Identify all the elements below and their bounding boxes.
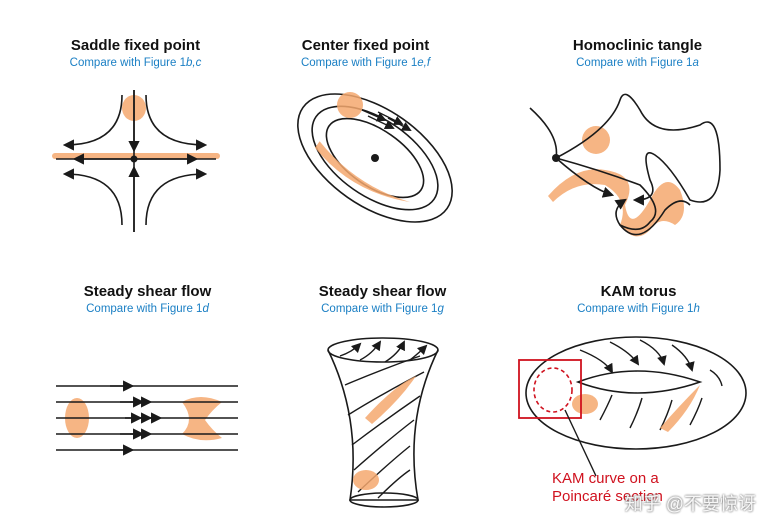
panel-title: Saddle fixed point: [70, 37, 201, 54]
watermark: 知乎 @不要惊讶: [624, 494, 756, 514]
kam-torus-diagram: [518, 336, 747, 477]
compare-ref: g: [437, 303, 444, 315]
kam-blob: [572, 394, 598, 414]
panel-kam: KAM torus Compare with Figure 1h: [510, 247, 767, 508]
shear-vase-diagram: [327, 337, 439, 508]
panel-subtitle: Compare with Figure 1d: [19, 303, 276, 315]
compare-prefix: Compare with Figure 1: [577, 303, 694, 315]
kam-note: KAM curve on a Poincaré section: [552, 470, 663, 506]
compare-ref: h: [693, 303, 700, 315]
panel-saddle: Saddle fixed point Compare with Figure 1…: [7, 0, 264, 261]
center-blob: [337, 92, 363, 118]
compare-ref: e,f: [417, 57, 431, 69]
panel-title: Center fixed point: [301, 37, 430, 54]
homoclinic-blob-strip: [548, 169, 684, 237]
compare-ref: a: [692, 57, 699, 69]
kam-blob-strip: [660, 385, 700, 432]
saddle-diagram: [52, 90, 220, 232]
compare-prefix: Compare with Figure 1: [86, 303, 203, 315]
panel-homoclinic: Homoclinic tangle Compare with Figure 1a: [509, 0, 766, 261]
vase-blob-bottom: [353, 470, 379, 490]
kam-note-line1: KAM curve on a: [552, 470, 659, 487]
compare-ref: d: [202, 303, 209, 315]
compare-ref: b,c: [185, 57, 202, 69]
poincare-section: [533, 367, 573, 413]
saddle-blob-strip: [52, 153, 220, 159]
kam-note-line2: Poincaré section: [552, 488, 663, 505]
panel-subtitle: Compare with Figure 1g: [254, 303, 511, 315]
panel-shear-lines: Steady shear flow Compare with Figure 1d: [19, 247, 276, 508]
homoclinic-diagram: [529, 93, 721, 237]
panel-title: KAM torus: [600, 283, 677, 300]
poincare-box: [518, 359, 582, 419]
compare-prefix: Compare with Figure 1: [321, 303, 438, 315]
panel-subtitle: Compare with Figure 1e,f: [237, 57, 494, 69]
center-diagram: [297, 92, 453, 223]
vase-blob-strip: [365, 376, 416, 424]
panel-shear-vase: Steady shear flow Compare with Figure 1g: [254, 247, 511, 508]
panel-title: Steady shear flow: [83, 283, 212, 300]
compare-prefix: Compare with Figure 1: [300, 57, 418, 69]
panel-subtitle: Compare with Figure 1h: [510, 303, 767, 315]
panel-title: Steady shear flow: [318, 283, 447, 300]
homoclinic-blob: [582, 126, 610, 154]
panel-center: Center fixed point Compare with Figure 1…: [237, 0, 494, 261]
center-blob-strip: [315, 141, 411, 203]
compare-prefix: Compare with Figure 1: [576, 57, 693, 69]
shear-lines-diagram: [56, 380, 238, 456]
panel-subtitle: Compare with Figure 1b,c: [7, 57, 264, 69]
compare-prefix: Compare with Figure 1: [69, 57, 186, 69]
panel-subtitle: Compare with Figure 1a: [509, 57, 766, 69]
panel-title: Homoclinic tangle: [572, 37, 703, 54]
